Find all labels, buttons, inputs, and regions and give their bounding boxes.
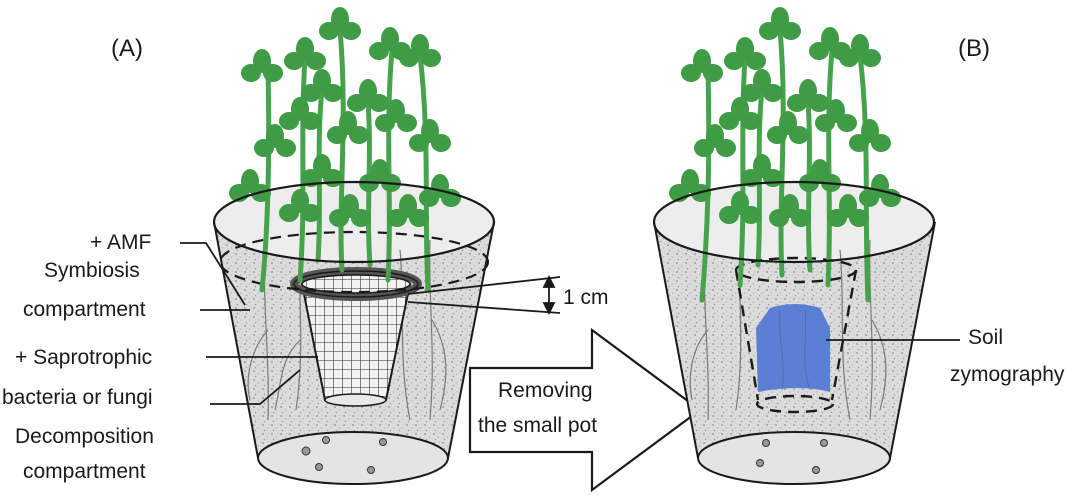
panel-b-label: (B)	[958, 35, 990, 62]
arrow-label-line2: the small pot	[478, 414, 598, 437]
process-arrow	[468, 327, 702, 493]
plants-a	[229, 7, 461, 293]
symbiosis-label-line1: Symbiosis	[44, 259, 140, 282]
zymography-roots	[779, 309, 811, 391]
symbiosis-label-line2: compartment	[23, 298, 146, 321]
distance-label: 1 cm	[563, 286, 609, 309]
small-mesh-pot	[290, 267, 422, 407]
zymography-patch	[756, 304, 830, 392]
pot-b	[652, 7, 936, 485]
leader-lines-a	[180, 242, 561, 405]
saprotrophic-label-line2: bacteria or fungi	[2, 386, 153, 409]
zymography-label-line2: zymography	[950, 363, 1065, 386]
pot-a	[212, 7, 496, 485]
saprotrophic-label-line1: + Saprotrophic	[15, 346, 153, 369]
roots-a	[247, 239, 447, 421]
decomposition-label-line2: compartment	[23, 460, 146, 483]
zymography-label-line1: Soil	[968, 326, 1004, 349]
arrow-label-line1: Removing	[498, 379, 593, 402]
amf-label: + AMF	[90, 231, 152, 254]
panel-a-label: (A)	[111, 35, 143, 62]
plants-b	[669, 7, 901, 303]
removed-pot-outline	[734, 256, 858, 414]
pebbles-a	[301, 436, 387, 474]
decomposition-label-line1: Decomposition	[15, 425, 154, 448]
distance-marker	[542, 274, 556, 316]
pebbles-b	[756, 439, 828, 474]
